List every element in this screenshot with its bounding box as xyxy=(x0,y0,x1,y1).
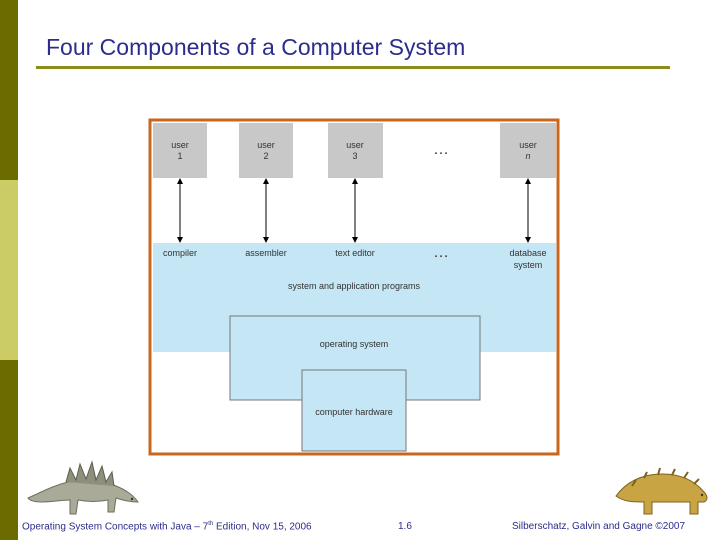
program-text-editor-label: text editor xyxy=(335,248,375,258)
programs-ellipsis: … xyxy=(433,244,449,261)
sidebar-strip-dark-top xyxy=(0,0,18,180)
user-1-label-line2: 1 xyxy=(177,151,182,161)
user-3-label-line1: user xyxy=(346,140,364,150)
sidebar-strip-dark-bottom xyxy=(0,360,18,540)
user-3-label-line2: 3 xyxy=(352,151,357,161)
user-2-label-line1: user xyxy=(257,140,275,150)
user-box-3 xyxy=(328,123,383,178)
user-1-label-line1: user xyxy=(171,140,189,150)
footer-copyright: Silberschatz, Galvin and Gagne ©2007 xyxy=(512,521,686,532)
user-box-2 xyxy=(239,123,293,178)
apps-layer-label: system and application programs xyxy=(288,281,421,291)
footer-page-number: 1.6 xyxy=(398,521,412,532)
footer-left-text: Operating System Concepts with Java – 7 xyxy=(22,521,209,533)
user-2-label-line2: 2 xyxy=(263,151,268,161)
os-layer-label: operating system xyxy=(320,339,389,349)
footer-left-rest: Edition, Nov 15, 2006 xyxy=(213,521,312,533)
hardware-layer-label: computer hardware xyxy=(315,407,393,417)
users-ellipsis: … xyxy=(433,141,449,158)
footer-left-superscript: th xyxy=(208,521,214,527)
hardware-layer xyxy=(301,369,407,452)
sidebar-strip-light xyxy=(0,180,18,360)
ankylosaurus-illustration xyxy=(615,467,708,515)
program-compiler-label: compiler xyxy=(163,248,197,258)
slide-title: Four Components of a Computer System xyxy=(46,34,466,60)
footer-course-info: Operating System Concepts with Java – 7t… xyxy=(22,521,312,532)
user-n-label-line2: n xyxy=(525,151,530,161)
user-n-label-line1: user xyxy=(519,140,537,150)
program-database-label-line1: database xyxy=(509,248,546,258)
title-underline xyxy=(36,66,670,69)
user-box-1 xyxy=(153,123,207,178)
program-assembler-label: assembler xyxy=(245,248,287,258)
program-database-label-line2: system xyxy=(514,260,543,270)
stegosaurus-illustration xyxy=(27,460,139,515)
user-box-n xyxy=(500,123,556,178)
